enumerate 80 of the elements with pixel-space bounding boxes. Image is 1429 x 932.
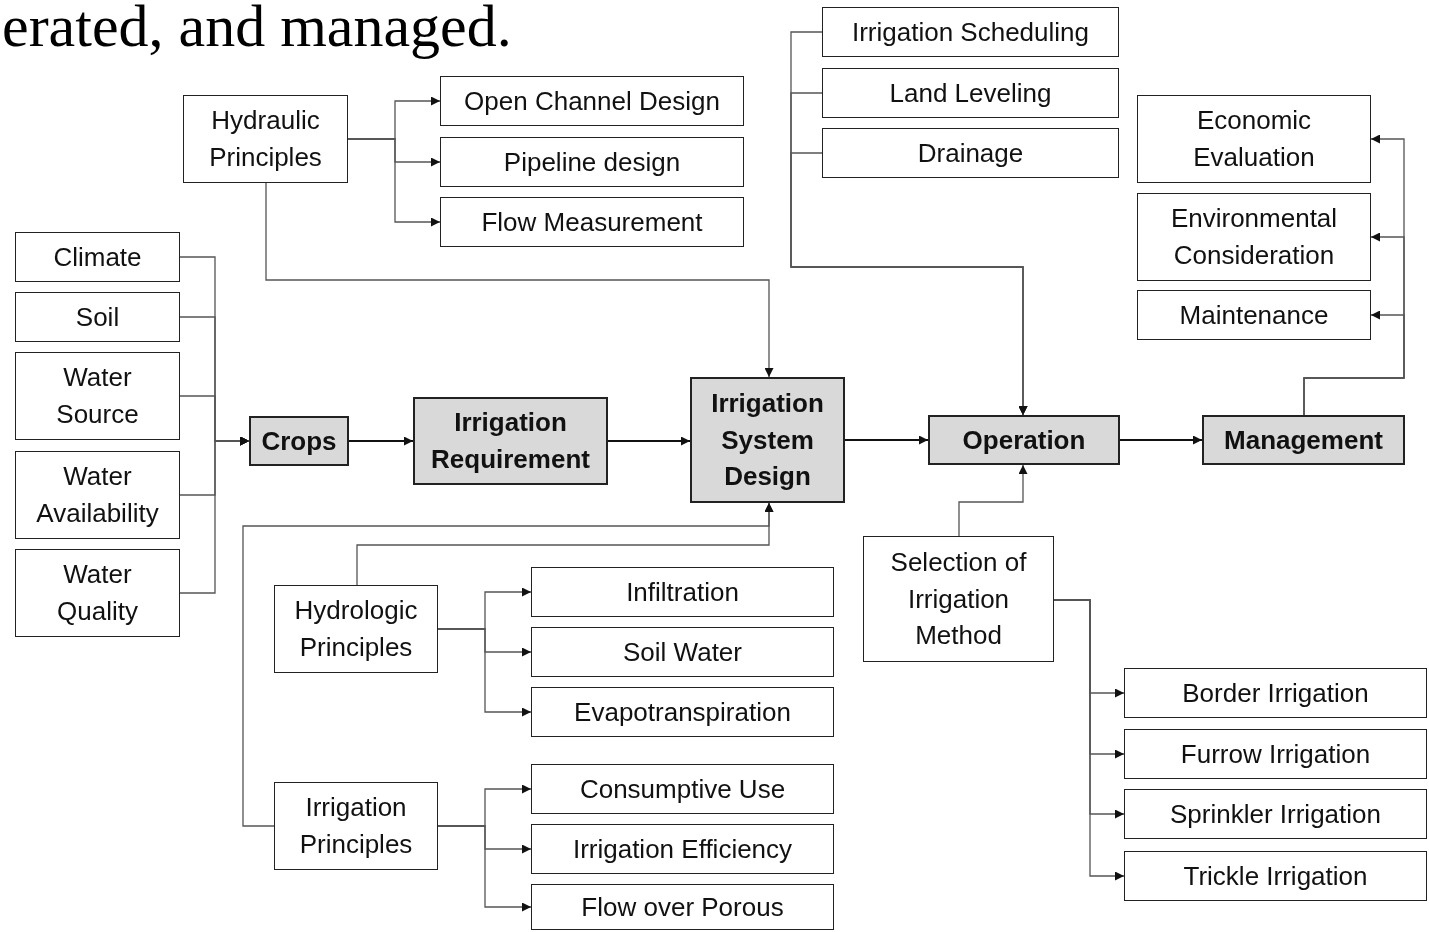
arrow [265, 182, 774, 378]
topic-box [822, 128, 1119, 178]
box-label: Open Channel Design [464, 84, 720, 118]
topic-box [531, 567, 834, 617]
box-label: Water Availability [35, 460, 160, 530]
box-label: Maintenance [1179, 298, 1329, 332]
box-label: Trickle Irrigation [1183, 859, 1368, 893]
box-label: Irrigation Principles [298, 791, 414, 861]
box-label: Economic Evaluation [1192, 104, 1316, 174]
process-box [928, 415, 1120, 465]
box-label: Operation [962, 423, 1086, 457]
box-label: Management [1224, 423, 1383, 457]
topic-box [531, 627, 834, 677]
topic-box [822, 7, 1119, 57]
box-label: Flow Measurement [481, 205, 703, 239]
box-label: Water Quality [56, 558, 139, 628]
box-label: Crops [261, 424, 337, 458]
process-box [690, 377, 845, 503]
topic-box [1137, 95, 1371, 183]
topic-box [440, 197, 744, 247]
topic-box [531, 824, 834, 874]
arrow [348, 436, 414, 446]
box-label: Land Leveling [889, 76, 1052, 110]
box-label: Drainage [917, 136, 1024, 170]
box-label: Irrigation Requirement [430, 406, 591, 476]
topic-box [1124, 851, 1427, 901]
box-label: Irrigation Scheduling [851, 15, 1089, 49]
box-label: Irrigation System Design [710, 386, 825, 494]
box-label: Environmental Consideration [1169, 202, 1339, 272]
topic-box [15, 451, 180, 539]
topic-box [1124, 729, 1427, 779]
topic-box [531, 687, 834, 737]
process-box [413, 397, 608, 485]
box-label: Hydrologic Principles [293, 594, 419, 664]
box-label: Climate [53, 240, 142, 274]
arrow [179, 436, 250, 594]
arrow [607, 436, 691, 446]
arrow [1303, 310, 1405, 416]
arrow [1053, 599, 1125, 881]
topic-box [1137, 290, 1371, 340]
box-label: Soil [75, 300, 120, 334]
process-box [249, 416, 349, 466]
box-label: Consumptive Use [579, 772, 786, 806]
arrow [347, 138, 441, 227]
process-box [1202, 415, 1405, 465]
topic-box [1124, 668, 1427, 718]
topic-box [531, 884, 834, 930]
topic-box [822, 68, 1119, 118]
topic-box [15, 549, 180, 637]
box-label: Selection of Irrigation Method [889, 545, 1028, 653]
box-label: Flow over Porous [581, 890, 784, 924]
topic-box [1124, 789, 1427, 839]
arrow [1119, 435, 1203, 445]
topic-box [863, 536, 1054, 662]
arrow [437, 825, 532, 912]
topic-box [274, 585, 438, 673]
box-label: Hydraulic Principles [208, 104, 323, 174]
arrow [242, 502, 774, 827]
arrow [790, 152, 1028, 416]
topic-box [15, 232, 180, 282]
box-label: Soil Water [623, 635, 742, 669]
topic-box [440, 137, 744, 187]
box-label: Border Irrigation [1182, 676, 1369, 710]
box-label: Evapotranspiration [574, 695, 791, 729]
box-label: Irrigation Efficiency [572, 832, 793, 866]
topic-box [274, 782, 438, 870]
topic-box [440, 76, 744, 126]
topic-box [15, 292, 180, 342]
box-label: Water Source [55, 361, 140, 431]
topic-box [15, 352, 180, 440]
topic-box [1137, 193, 1371, 281]
arrow [958, 464, 1028, 537]
box-label: Pipeline design [503, 145, 681, 179]
topic-box [531, 764, 834, 814]
topic-box [183, 95, 348, 183]
box-label: Infiltration [626, 575, 739, 609]
box-label: Furrow Irrigation [1180, 737, 1371, 771]
arrow [844, 435, 929, 445]
box-label: Sprinkler Irrigation [1170, 797, 1381, 831]
arrow [437, 628, 532, 717]
